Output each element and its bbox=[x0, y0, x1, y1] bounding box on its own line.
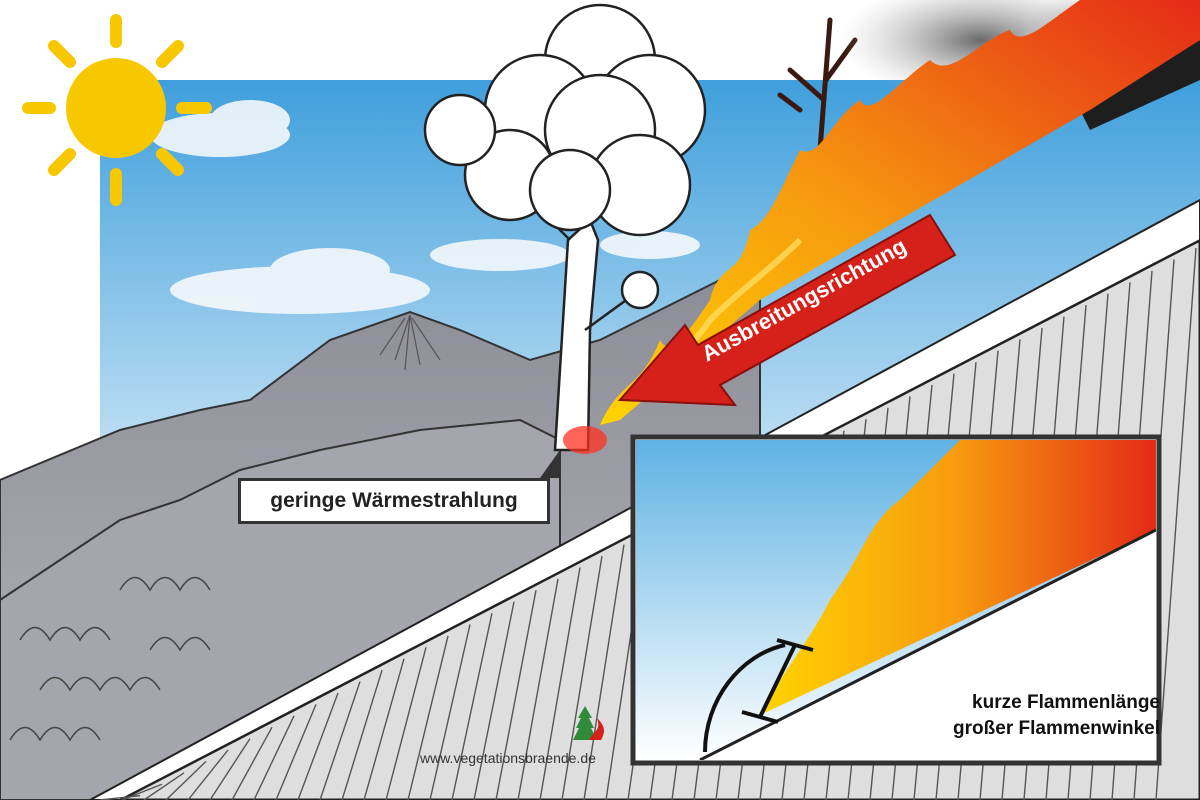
heat-radiation-label: geringe Wärmestrahlung bbox=[238, 478, 550, 524]
slope-hatch-line bbox=[121, 783, 163, 800]
slope-hatch-line bbox=[561, 555, 603, 800]
slope-hatch-line bbox=[385, 647, 427, 800]
slope-hatch-line bbox=[451, 612, 493, 800]
slope-hatch-line bbox=[539, 567, 581, 800]
ignition-glow bbox=[563, 426, 607, 454]
slope-hatch-line bbox=[275, 704, 317, 800]
tree-flame-logo-icon bbox=[573, 706, 604, 740]
slope-hatch-line bbox=[517, 578, 559, 800]
slope-hatch-line bbox=[99, 794, 141, 800]
slope-hatch-line bbox=[341, 669, 383, 800]
label-pointer bbox=[540, 450, 560, 478]
inset-caption-line2: großer Flammenwinkel bbox=[953, 718, 1160, 739]
sun-icon bbox=[22, 14, 212, 206]
slope-hatch-line bbox=[209, 738, 251, 800]
website-link[interactable]: www.vegetationsbraende.de bbox=[420, 750, 596, 766]
slope-hatch-line bbox=[495, 590, 537, 800]
tree bbox=[423, 3, 707, 452]
flame-angle-inset bbox=[630, 434, 1162, 766]
slope-hatch-line bbox=[187, 749, 229, 800]
flame-angle-marker bbox=[703, 638, 814, 753]
slope-hatch-line bbox=[1155, 248, 1197, 800]
slope-hatch-line bbox=[253, 715, 295, 800]
clouds bbox=[150, 100, 700, 314]
slope-hatch-line bbox=[429, 624, 471, 800]
slope-hatch-line bbox=[407, 635, 449, 800]
slope-hatch-line bbox=[319, 681, 361, 800]
slope-hatch-line bbox=[165, 760, 207, 800]
slope-hatch-line bbox=[583, 544, 625, 800]
slope-hatch-line bbox=[363, 658, 405, 800]
slope-hatch-line bbox=[297, 692, 339, 800]
inset-caption: kurze Flammenlänge großer Flammenwinkel bbox=[870, 690, 1160, 742]
inset-caption-line1: kurze Flammenlänge bbox=[972, 692, 1160, 713]
slope-hatch-line bbox=[231, 726, 273, 800]
slope-hatch-line bbox=[473, 601, 515, 800]
slope-hatch-line bbox=[143, 772, 185, 800]
